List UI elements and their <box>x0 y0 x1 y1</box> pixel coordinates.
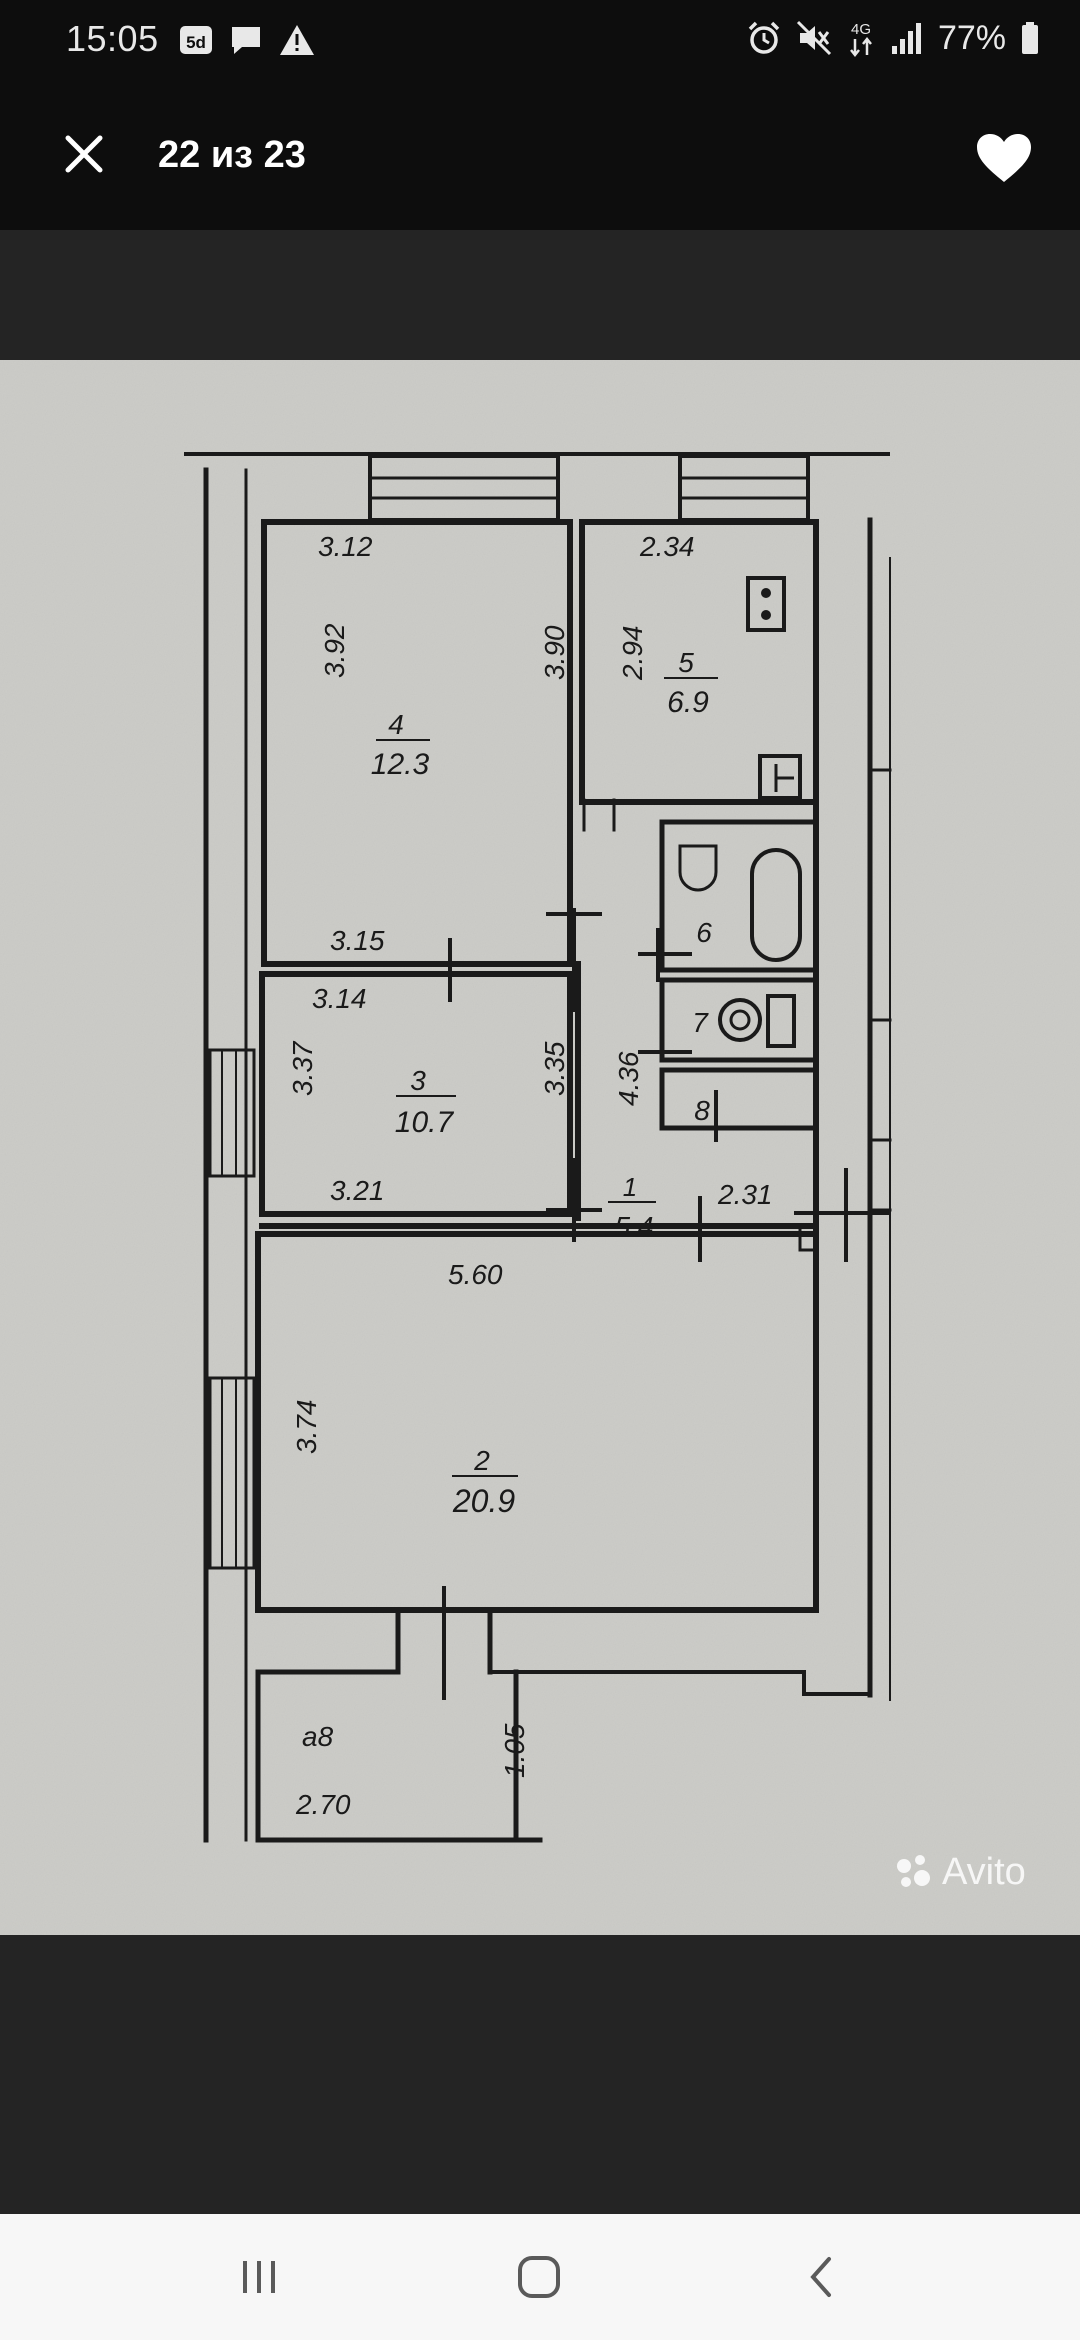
system-icons: 4G 77% <box>746 18 1040 58</box>
warning-icon <box>280 25 314 55</box>
walls <box>184 452 892 1843</box>
room-3-number: 3 <box>410 1065 426 1096</box>
listing-photo-floorplan[interactable]: 4 12.3 5 6.9 3 10.7 1 5.4 2 20.9 6 7 8 3… <box>0 360 1080 1935</box>
close-button[interactable] <box>52 122 116 186</box>
viewer-toolbar: 22 из 23 <box>0 82 1080 230</box>
dimension-labels: 3.12 2.34 3.92 3.90 2.94 3.15 3.14 3.37 … <box>287 531 773 1820</box>
dim-2-70: 2.70 <box>295 1789 351 1820</box>
avito-watermark: Avito <box>897 1851 1026 1893</box>
battery-icon <box>1022 22 1038 54</box>
watermark-text: Avito <box>942 1851 1026 1893</box>
room-5-number: 5 <box>678 647 694 678</box>
room-4-number: 4 <box>388 709 404 740</box>
bathtub-icon <box>678 844 802 962</box>
dim-5-60: 5.60 <box>448 1259 503 1290</box>
network-type: 4G <box>851 21 871 38</box>
dim-3-21: 3.21 <box>330 1175 385 1206</box>
dim-4-36: 4.36 <box>613 1051 644 1106</box>
room-2-area: 20.9 <box>452 1483 515 1519</box>
heart-icon <box>977 134 1031 182</box>
dim-3-12: 3.12 <box>318 531 373 562</box>
room-8-number: 8 <box>694 1095 710 1126</box>
room-7-number: 7 <box>692 1007 709 1038</box>
room-3-area: 10.7 <box>395 1106 455 1139</box>
sink-icon <box>758 754 802 800</box>
svg-text:5d: 5d <box>186 33 206 52</box>
room-1-area: 5.4 <box>615 1211 654 1242</box>
room-2-number: 2 <box>473 1445 490 1476</box>
5d-app-icon: 5d <box>180 26 212 54</box>
dim-3-90: 3.90 <box>539 625 570 680</box>
notification-icons: 5d <box>178 22 316 58</box>
dim-3-37: 3.37 <box>287 1040 318 1096</box>
recents-icon <box>243 2261 275 2293</box>
room-1-number: 1 <box>623 1172 637 1202</box>
signal-icon <box>891 23 921 54</box>
dim-1-05: 1.05 <box>499 1723 530 1778</box>
battery-percent: 77% <box>937 18 1006 57</box>
room-6-number: 6 <box>696 917 712 948</box>
dim-3-35: 3.35 <box>539 1041 570 1096</box>
dim-3-15: 3.15 <box>330 925 385 956</box>
home-button[interactable] <box>494 2242 584 2312</box>
favorite-button[interactable] <box>968 122 1040 194</box>
network-icon: 4G <box>849 21 872 58</box>
back-button[interactable] <box>776 2242 866 2312</box>
stove-icon <box>746 576 786 632</box>
dim-2-34: 2.34 <box>639 531 695 562</box>
photo-counter: 22 из 23 <box>158 134 306 176</box>
back-icon <box>810 2257 831 2297</box>
close-icon <box>65 135 103 173</box>
status-bar: 15:05 5d 4G <box>0 0 1080 82</box>
toilet-icon <box>718 994 796 1048</box>
home-icon <box>518 2256 560 2298</box>
status-time: 15:05 <box>66 18 159 59</box>
recents-button[interactable] <box>214 2242 304 2312</box>
dim-3-74: 3.74 <box>291 1400 322 1455</box>
room-5-area: 6.9 <box>667 686 709 719</box>
room-labels: 4 12.3 5 6.9 3 10.7 1 5.4 2 20.9 6 7 8 <box>371 647 718 1519</box>
room-4-area: 12.3 <box>371 748 430 781</box>
alarm-icon <box>748 21 780 54</box>
mute-icon <box>796 20 831 56</box>
message-icon <box>232 27 260 54</box>
dim-3-14: 3.14 <box>312 983 367 1014</box>
system-navigation-bar <box>0 2214 1080 2340</box>
dim-2-31: 2.31 <box>717 1179 773 1210</box>
dim-2-94: 2.94 <box>617 626 648 682</box>
floorplan-drawing: 4 12.3 5 6.9 3 10.7 1 5.4 2 20.9 6 7 8 3… <box>0 360 1080 1935</box>
balcony-label: a8 <box>302 1721 334 1752</box>
dim-3-92: 3.92 <box>319 623 350 678</box>
